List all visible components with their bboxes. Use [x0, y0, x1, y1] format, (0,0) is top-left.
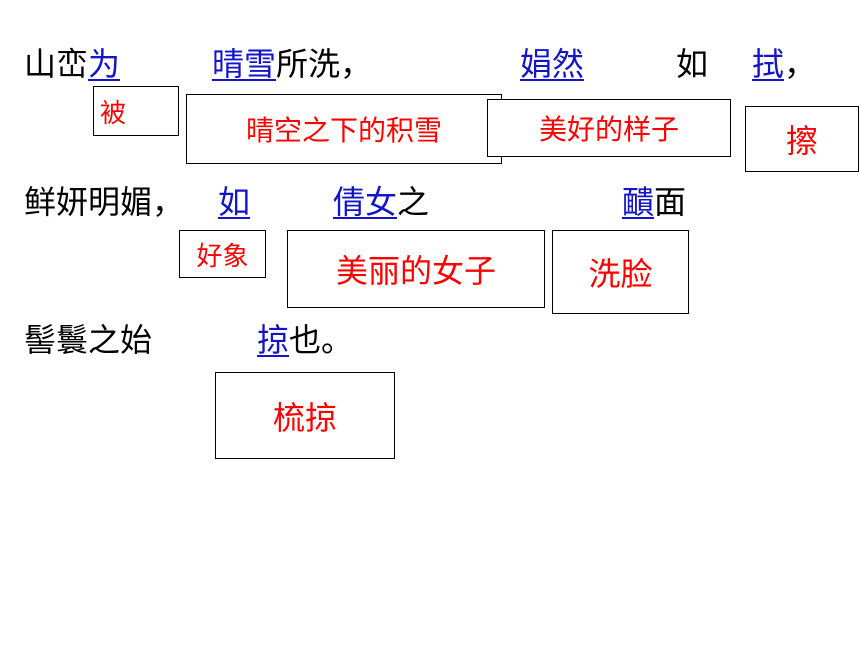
- note-shulue: 梳掠: [215, 372, 395, 459]
- line1-text-b: 晴雪所洗，: [212, 44, 372, 84]
- line1-text-c: 拭，: [752, 44, 816, 84]
- note-qingkong: 晴空之下的积雪: [186, 94, 502, 164]
- word-juanran[interactable]: 娟然: [520, 45, 585, 83]
- word-qiannv[interactable]: 倩女: [333, 183, 398, 221]
- note-xilian: 洗脸: [552, 230, 689, 314]
- line1-plain-4: ，: [784, 45, 817, 83]
- line3-text-b: 掠也。: [257, 320, 353, 360]
- word-lue[interactable]: 掠: [257, 321, 290, 359]
- note-haoxiang: 好象: [179, 230, 266, 278]
- word-shi[interactable]: 拭: [752, 45, 785, 83]
- line2-text-c: 靧面: [622, 182, 686, 222]
- line3-plain-2: 也。: [289, 321, 354, 359]
- note-meihao: 美好的样子: [487, 99, 731, 157]
- word-qingxue[interactable]: 晴雪: [212, 45, 277, 83]
- note-ca: 擦: [745, 106, 859, 172]
- line2-plain-1: 鲜妍明媚，: [24, 183, 185, 221]
- line1-text-a: 山峦为: [24, 44, 120, 84]
- word-ru[interactable]: 如: [218, 183, 251, 221]
- line2-text-b: 倩女之: [333, 182, 429, 222]
- line1-plain-3: 如: [676, 45, 709, 83]
- line2-plain-2: 之: [397, 183, 430, 221]
- note-meili: 美丽的女子: [287, 230, 545, 308]
- word-wei[interactable]: 为: [88, 45, 121, 83]
- line3-plain-1: 髻鬟之始: [24, 321, 153, 359]
- line2-plain-3: 面: [654, 183, 687, 221]
- line1-plain-2: 所洗，: [276, 45, 373, 83]
- note-bei: 被: [93, 86, 179, 136]
- word-hui[interactable]: 靧: [622, 183, 655, 221]
- line1-plain-1: 山峦: [24, 45, 89, 83]
